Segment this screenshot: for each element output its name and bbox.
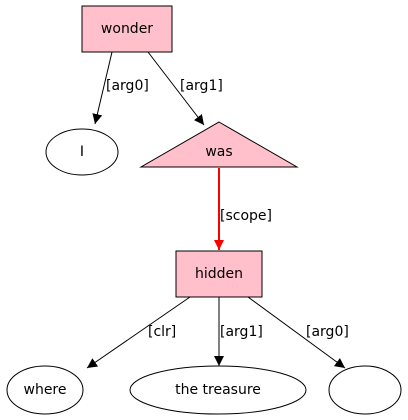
edge-label-scope: [scope] [220, 208, 272, 224]
edge-label-arg0: [arg0] [306, 324, 349, 340]
node-label: was [205, 144, 232, 160]
edge-hidden-to-where: [clr] [86, 296, 191, 369]
edge-label-clr: [clr] [148, 324, 176, 340]
node-wonder: wonder [81, 5, 173, 53]
node-was: was [139, 121, 299, 168]
edge-label-arg0: [arg0] [106, 78, 149, 94]
edge-hidden-to-the-treasure: [arg1] [214, 297, 263, 366]
node-label: wonder [101, 21, 153, 37]
node-label: the treasure [175, 382, 261, 398]
node-i: I [45, 128, 119, 176]
node-label: where [24, 382, 67, 398]
node-empty [328, 365, 402, 415]
node-hidden: hidden [175, 250, 263, 298]
edge-was-to-hidden: [scope] [214, 168, 272, 250]
edge-wonder-to-was: [arg1] [147, 51, 223, 126]
edge-wonder-to-i: [arg0] [92, 51, 149, 125]
node-where: where [6, 365, 84, 415]
edge-label-arg1: [arg1] [220, 324, 263, 340]
node-the-treasure: the treasure [129, 365, 307, 415]
edge-label-arg1: [arg1] [180, 78, 223, 94]
node-label: I [80, 144, 84, 160]
edge-hidden-to-empty: [arg0] [247, 296, 349, 369]
node-label: hidden [195, 266, 243, 282]
